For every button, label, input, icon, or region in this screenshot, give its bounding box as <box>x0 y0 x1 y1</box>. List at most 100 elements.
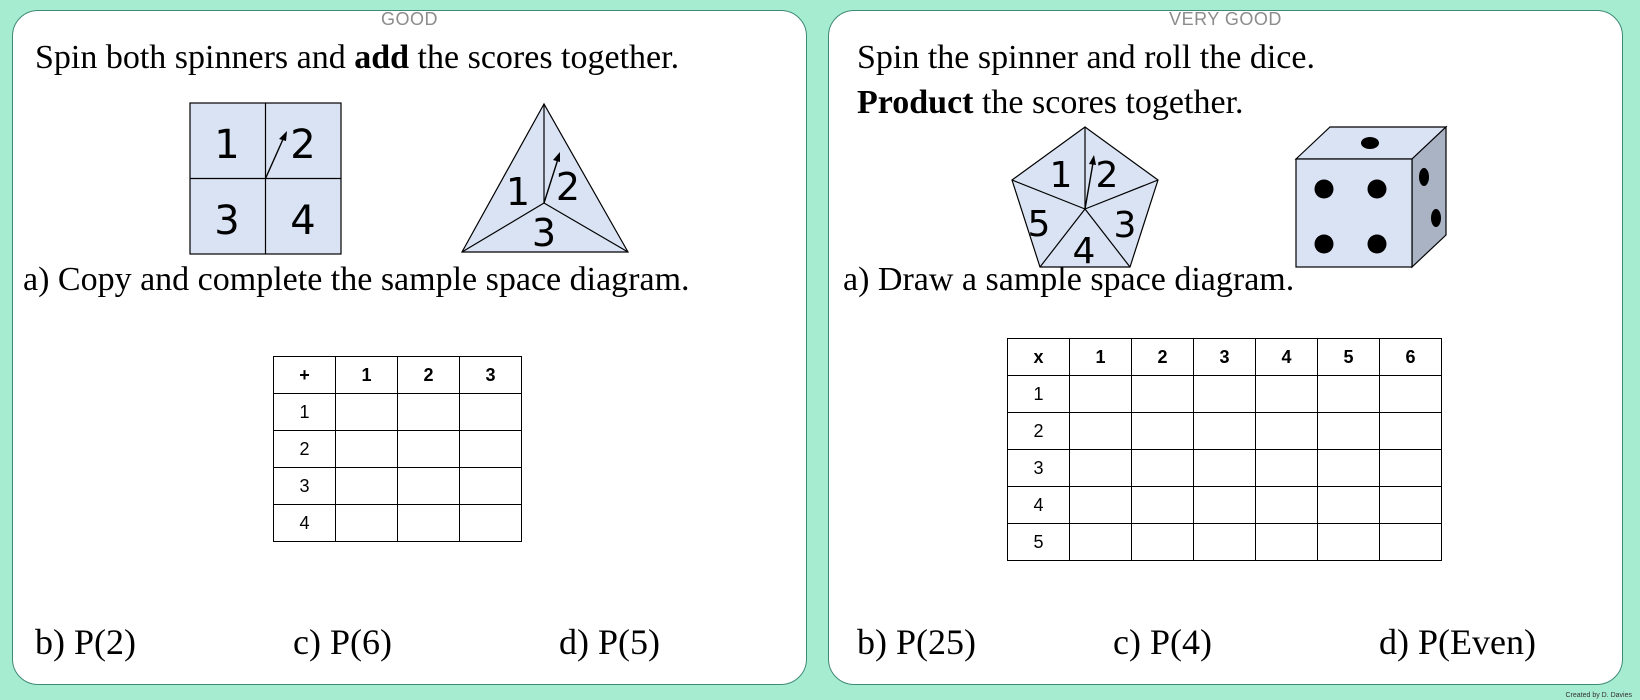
dice-image <box>1294 125 1448 269</box>
instruction-line-1: Spin the spinner and roll the dice. <box>857 39 1315 76</box>
credit-text: Created by D. Davies <box>1565 692 1632 699</box>
table-row: 3 <box>1007 449 1442 487</box>
table-row: 1 <box>1007 375 1442 413</box>
table-row: 4 <box>1007 486 1442 524</box>
table-row-label: 4 <box>1007 486 1070 524</box>
table-cell <box>459 393 522 431</box>
table-row: 5 <box>1007 523 1442 561</box>
square-spinner-label-4: 4 <box>290 198 315 244</box>
difficulty-label: GOOD <box>380 9 438 29</box>
instruction-bold: Product <box>857 84 974 121</box>
part-a: a) Draw a sample space diagram. <box>843 261 1295 298</box>
table-cell <box>1193 412 1256 450</box>
table-header-cell: 2 <box>397 356 460 394</box>
table-cell <box>1131 486 1194 524</box>
part-c: c) P(4) <box>1113 622 1212 662</box>
table-cell <box>1379 412 1442 450</box>
table-cell <box>1379 449 1442 487</box>
part-d: d) P(5) <box>559 622 660 662</box>
table-cell <box>459 467 522 505</box>
table-cell <box>1193 375 1256 413</box>
table-cell <box>1255 375 1318 413</box>
table-row-label: 2 <box>1007 412 1070 450</box>
square-spinner-label-3: 3 <box>214 198 239 244</box>
part-d: d) P(Even) <box>1379 622 1536 662</box>
square-spinner: 1 2 3 4 <box>189 102 342 255</box>
table-row-label: 1 <box>273 393 336 431</box>
table-row-label: 2 <box>273 430 336 468</box>
pentagon-spinner-label-4: 4 <box>1073 231 1096 272</box>
table-cell <box>335 467 398 505</box>
table-header-cell: 3 <box>459 356 522 394</box>
triangle-spinner-label-1: 1 <box>506 170 530 214</box>
table-cell <box>1379 486 1442 524</box>
table-cell <box>1379 375 1442 413</box>
square-spinner-label-2: 2 <box>290 122 315 168</box>
table-cell <box>1317 523 1380 561</box>
table-cell <box>1317 412 1380 450</box>
table-header-cell: 5 <box>1317 338 1380 376</box>
table-cell <box>1069 412 1132 450</box>
part-a: a) Copy and complete the sample space di… <box>23 261 690 298</box>
difficulty-label: VERY GOOD <box>1169 9 1282 29</box>
table-cell <box>1193 523 1256 561</box>
left-question-panel: GOOD Spin both spinners and add the scor… <box>12 9 807 685</box>
table-cell <box>335 430 398 468</box>
table-header-cell: 4 <box>1255 338 1318 376</box>
triangle-spinner: 1 2 3 <box>460 102 630 255</box>
table-cell <box>1131 523 1194 561</box>
table-cell <box>397 430 460 468</box>
table-row-label: 4 <box>273 504 336 542</box>
instruction-bold: add <box>354 39 410 76</box>
table-cell <box>397 504 460 542</box>
table-row: 1 <box>273 393 522 431</box>
table-cell <box>1317 375 1380 413</box>
table-cell <box>335 393 398 431</box>
table-cell <box>1069 523 1132 561</box>
table-row: 3 <box>273 467 522 505</box>
pentagon-spinner-label-5: 5 <box>1028 204 1051 245</box>
table-cell <box>1193 449 1256 487</box>
table-cell <box>1379 523 1442 561</box>
table-cell <box>1131 412 1194 450</box>
pentagon-spinner-label-3: 3 <box>1114 205 1137 246</box>
table-cell <box>1069 486 1132 524</box>
part-c: c) P(6) <box>293 622 392 662</box>
instruction-line-2: Product the scores together. <box>857 84 1244 122</box>
table-header-cell: 3 <box>1193 338 1256 376</box>
table-cell <box>1069 449 1132 487</box>
table-cell <box>1255 412 1318 450</box>
square-spinner-label-1: 1 <box>214 122 239 168</box>
table-row-label: 3 <box>1007 449 1070 487</box>
table-cell <box>1193 486 1256 524</box>
table-header-cell: 1 <box>335 356 398 394</box>
table-cell <box>1069 375 1132 413</box>
table-row: 2 <box>273 430 522 468</box>
table-operator-cell: + <box>273 356 336 394</box>
table-row: 4 <box>273 504 522 542</box>
part-b: b) P(25) <box>857 622 976 662</box>
table-cell <box>397 467 460 505</box>
table-row-label: 3 <box>273 467 336 505</box>
instruction-text-end: the scores together. <box>973 84 1244 121</box>
pentagon-spinner: 1 2 3 4 5 <box>1011 126 1159 272</box>
table-row: 2 <box>1007 412 1442 450</box>
instruction-text-end: the scores together. <box>409 39 680 76</box>
table-cell <box>1131 449 1194 487</box>
table-row-label: 1 <box>1007 375 1070 413</box>
right-question-panel: VERY GOOD Spin the spinner and roll the … <box>828 9 1623 685</box>
table-cell <box>397 393 460 431</box>
table-operator-cell: x <box>1007 338 1070 376</box>
pentagon-spinner-label-2: 2 <box>1096 155 1119 196</box>
table-cell <box>1317 449 1380 487</box>
instruction-text: Spin both spinners and <box>35 39 355 76</box>
table-cell <box>335 504 398 542</box>
pentagon-spinner-label-1: 1 <box>1050 155 1073 196</box>
table-cell <box>459 504 522 542</box>
table-cell <box>1255 523 1318 561</box>
table-cell <box>459 430 522 468</box>
table-header-cell: 1 <box>1069 338 1132 376</box>
